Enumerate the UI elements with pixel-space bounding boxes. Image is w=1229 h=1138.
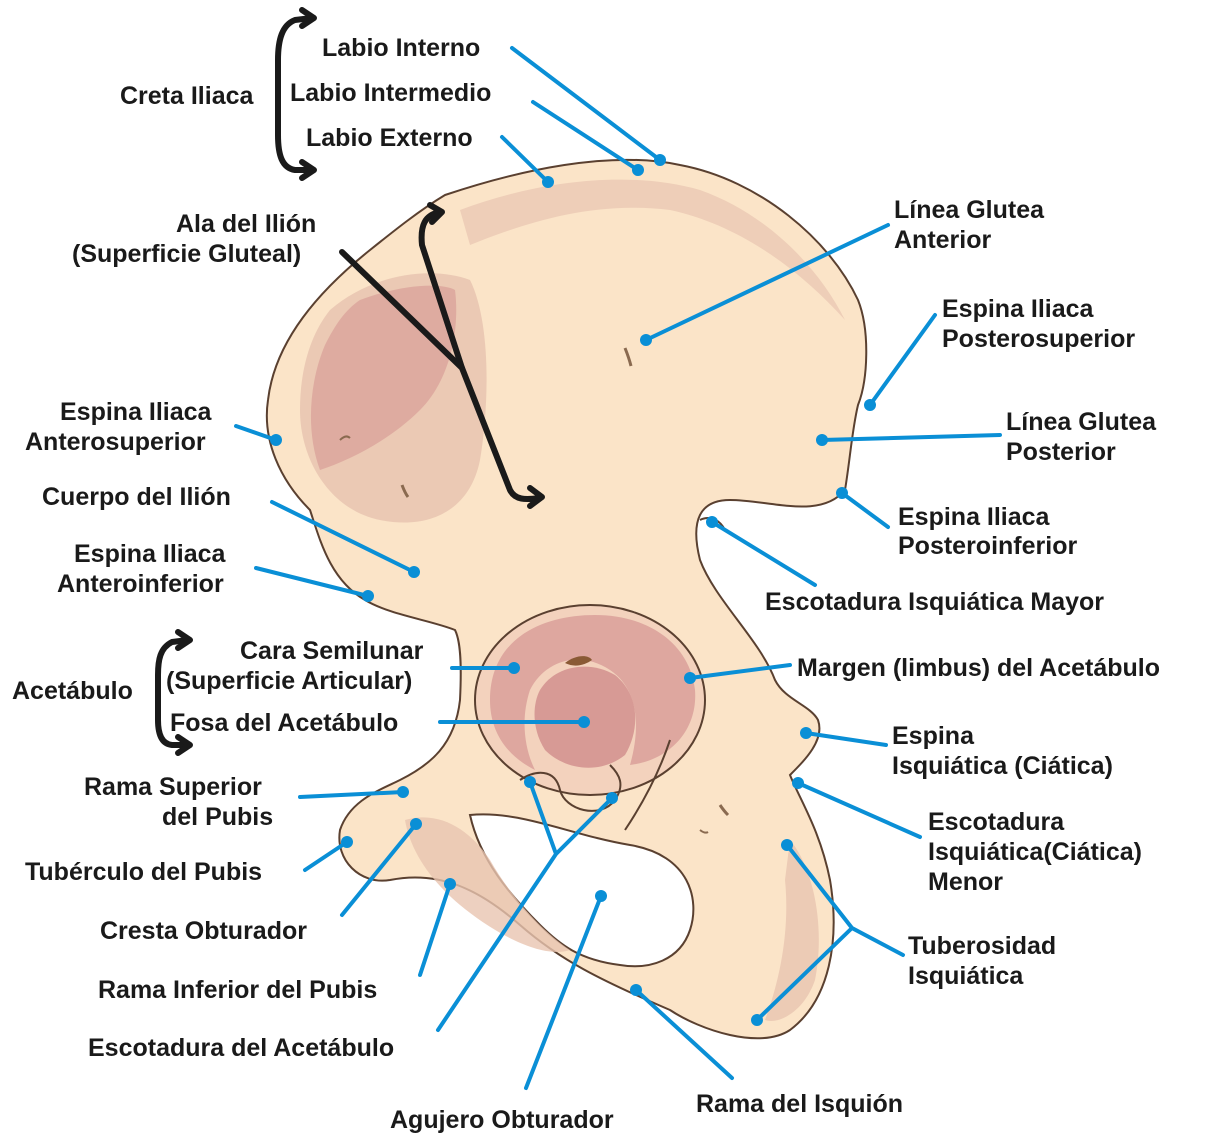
label-linea-glutea-anterior-line1: Línea Glutea	[894, 196, 1045, 224]
dot-tuberosidad-upper	[781, 839, 793, 851]
label-cresta-obturador: Cresta Obturador	[100, 917, 307, 945]
label-linea-glutea-anterior-line2: Anterior	[894, 226, 992, 254]
label-agujero-obturador: Agujero Obturador	[390, 1106, 614, 1134]
dot-espina-isquiatica	[800, 727, 812, 739]
label-cara-semilunar-line2: (Superficie Articular)	[166, 667, 412, 695]
dot-escotadura-menor	[792, 777, 804, 789]
dot-linea-glutea-anterior	[640, 334, 652, 346]
dot-escotadura-mayor	[706, 516, 718, 528]
leader-rama-inferior	[420, 884, 450, 975]
dot-espina-posterosuperior	[864, 399, 876, 411]
leader-labio-intermedio	[533, 102, 638, 170]
dot-tuberosidad-lower	[751, 1014, 763, 1026]
label-escotadura-menor-line2: Isquiática(Ciática)	[928, 838, 1142, 866]
label-espina-isquiatica-line1: Espina	[892, 722, 975, 750]
label-linea-glutea-posterior-line2: Posterior	[1006, 438, 1116, 466]
label-labio-interno: Labio Interno	[322, 34, 480, 62]
leader-escotadura-menor	[798, 783, 920, 837]
dot-escotadura-acetabulo-a	[524, 776, 536, 788]
label-rama-superior-line1: Rama Superior	[84, 773, 262, 801]
dot-espina-posteroinferior	[836, 487, 848, 499]
label-rama-isquion: Rama del Isquión	[696, 1090, 903, 1118]
leader-tuberculo-pubis	[305, 842, 347, 870]
label-escotadura-mayor: Escotadura Isquiática Mayor	[765, 588, 1104, 616]
label-cara-semilunar-line1: Cara Semilunar	[240, 637, 424, 665]
label-espina-as-line2: Anterosuperior	[25, 428, 206, 456]
dot-agujero-obturador	[595, 890, 607, 902]
dot-cara-semilunar	[508, 662, 520, 674]
dot-fosa-acetabulo	[578, 716, 590, 728]
label-tuberosidad-line2: Isquiática	[908, 962, 1024, 990]
dot-rama-inferior	[444, 878, 456, 890]
dot-escotadura-acetabulo-b	[606, 792, 618, 804]
label-espina-isquiatica-line2: Isquiática (Ciática)	[892, 752, 1113, 780]
dot-labio-intermedio	[632, 164, 644, 176]
label-labio-intermedio: Labio Intermedio	[290, 79, 491, 107]
label-ala-ilion-line2: (Superficie Gluteal)	[72, 240, 301, 268]
leader-escotadura-mayor	[712, 522, 815, 585]
leader-espina-posterosuperior	[870, 315, 935, 405]
dot-labio-externo	[542, 176, 554, 188]
label-labio-externo: Labio Externo	[306, 124, 473, 152]
label-tuberculo-pubis: Tubérculo del Pubis	[25, 858, 262, 886]
label-fosa-acetabulo: Fosa del Acetábulo	[170, 709, 398, 737]
dot-cuerpo-ilion	[408, 566, 420, 578]
label-escotadura-acetabulo: Escotadura del Acetábulo	[88, 1034, 394, 1062]
label-margen-acetabulo: Margen (limbus) del Acetábulo	[797, 654, 1160, 682]
label-espina-as-line1: Espina Iliaca	[60, 398, 213, 426]
dot-espina-anteroinferior	[362, 590, 374, 602]
label-espina-ai-line2: Anteroinferior	[57, 570, 224, 598]
label-creta-iliaca: Creta Iliaca	[120, 82, 255, 110]
label-tuberosidad-line1: Tuberosidad	[908, 932, 1056, 960]
label-acetabulo: Acetábulo	[12, 677, 133, 705]
label-espina-pi-line2: Posteroinferior	[898, 532, 1077, 560]
leader-espina-posteroinferior	[842, 493, 888, 527]
label-espina-pi-line1: Espina Iliaca	[898, 503, 1051, 531]
label-espina-ps-line2: Posterosuperior	[942, 325, 1135, 353]
label-ala-ilion-line1: Ala del Ilión	[176, 210, 316, 238]
label-espina-ps-line1: Espina Iliaca	[942, 295, 1095, 323]
dot-rama-isquion	[630, 984, 642, 996]
dot-linea-glutea-posterior	[816, 434, 828, 446]
dot-tuberculo-pubis	[341, 836, 353, 848]
label-escotadura-menor-line3: Menor	[928, 868, 1003, 896]
dot-espina-anterosuperior	[270, 434, 282, 446]
label-cuerpo-ilion: Cuerpo del Ilión	[42, 483, 231, 511]
label-espina-ai-line1: Espina Iliaca	[74, 540, 227, 568]
dot-cresta-obturador	[410, 818, 422, 830]
dot-labio-interno	[654, 154, 666, 166]
dot-margen-acetabulo	[684, 672, 696, 684]
label-rama-inferior: Rama Inferior del Pubis	[98, 976, 377, 1004]
dot-rama-superior	[397, 786, 409, 798]
label-rama-superior-line2: del Pubis	[162, 803, 273, 831]
label-linea-glutea-posterior-line1: Línea Glutea	[1006, 408, 1157, 436]
label-escotadura-menor-line1: Escotadura	[928, 808, 1065, 836]
